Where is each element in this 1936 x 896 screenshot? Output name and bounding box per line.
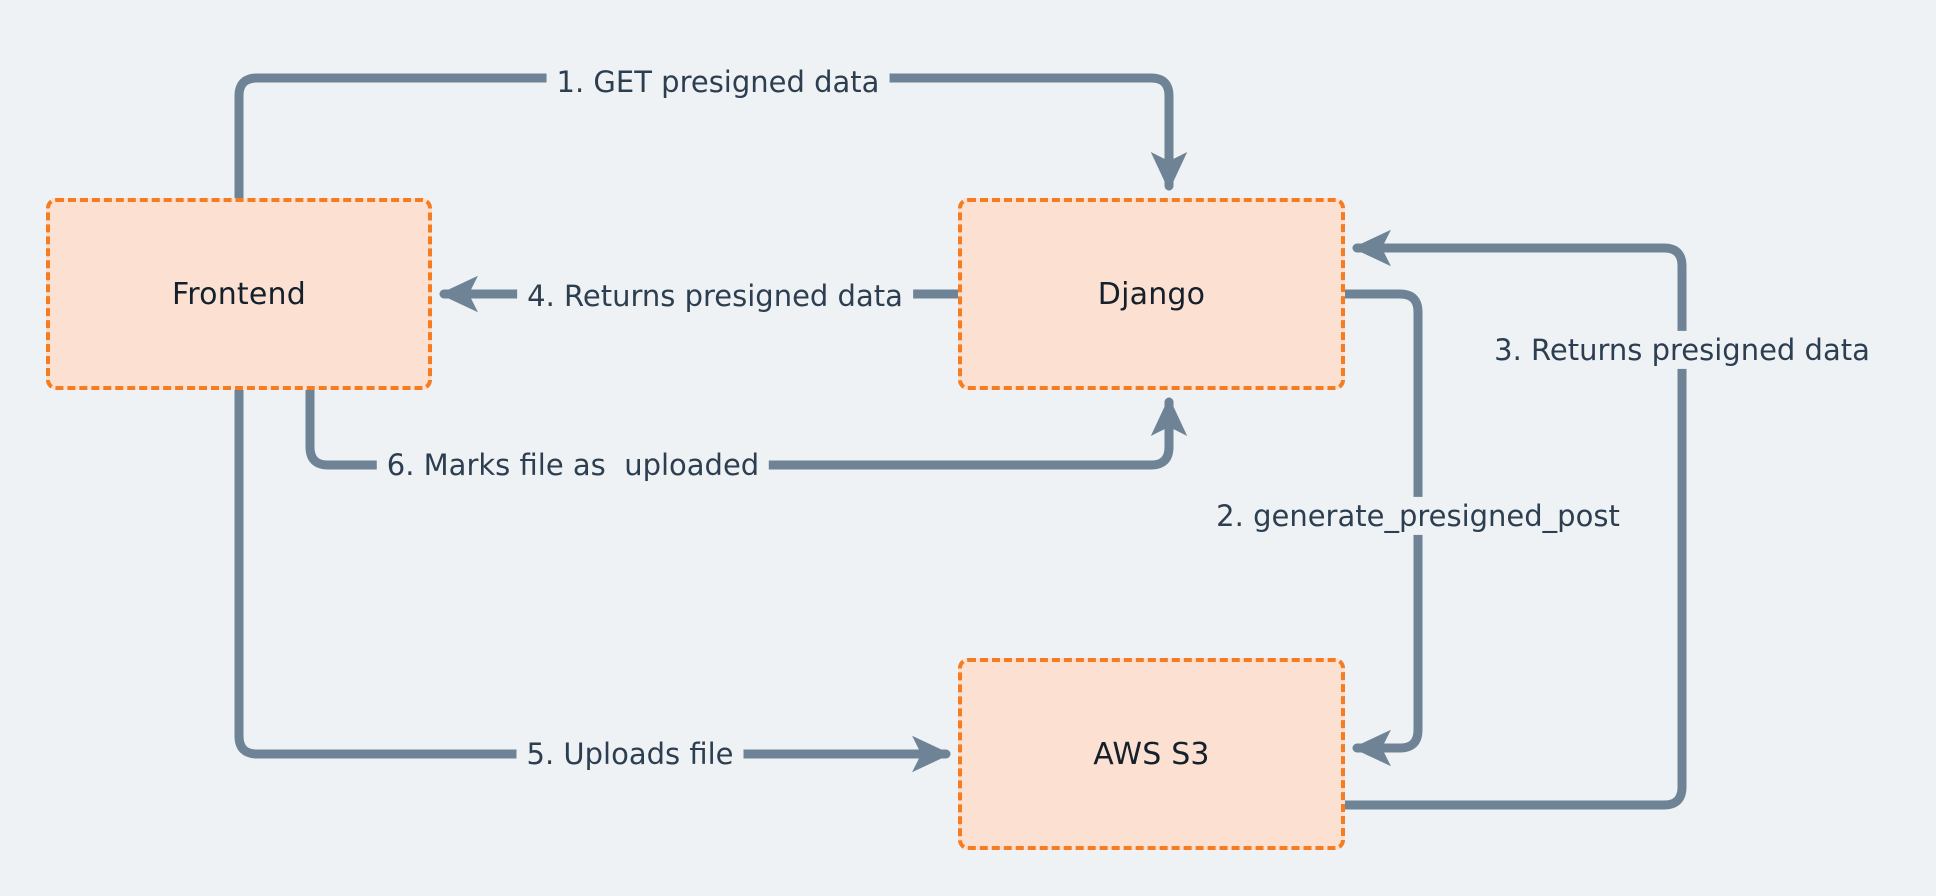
edge-3-path (1340, 229, 1687, 810)
node-aws-s3[interactable]: AWS S3 (958, 658, 1345, 850)
node-django-label: Django (1097, 276, 1206, 312)
edge-label-1: 1. GET presigned data (546, 62, 890, 102)
node-aws-s3-label: AWS S3 (1093, 736, 1210, 772)
edge-label-5: 5. Uploads file (516, 734, 744, 774)
edge-label-3: 3. Returns presigned data (1484, 330, 1880, 370)
node-frontend[interactable]: Frontend (46, 198, 432, 390)
node-django[interactable]: Django (958, 198, 1345, 390)
edge-label-4: 4. Returns presigned data (517, 276, 913, 316)
edge-5-path (234, 385, 951, 773)
edge-label-2: 2. generate_presigned_post (1206, 496, 1630, 536)
node-frontend-label: Frontend (172, 276, 306, 312)
edge-label-6: 6. Marks file as uploaded (376, 445, 770, 485)
